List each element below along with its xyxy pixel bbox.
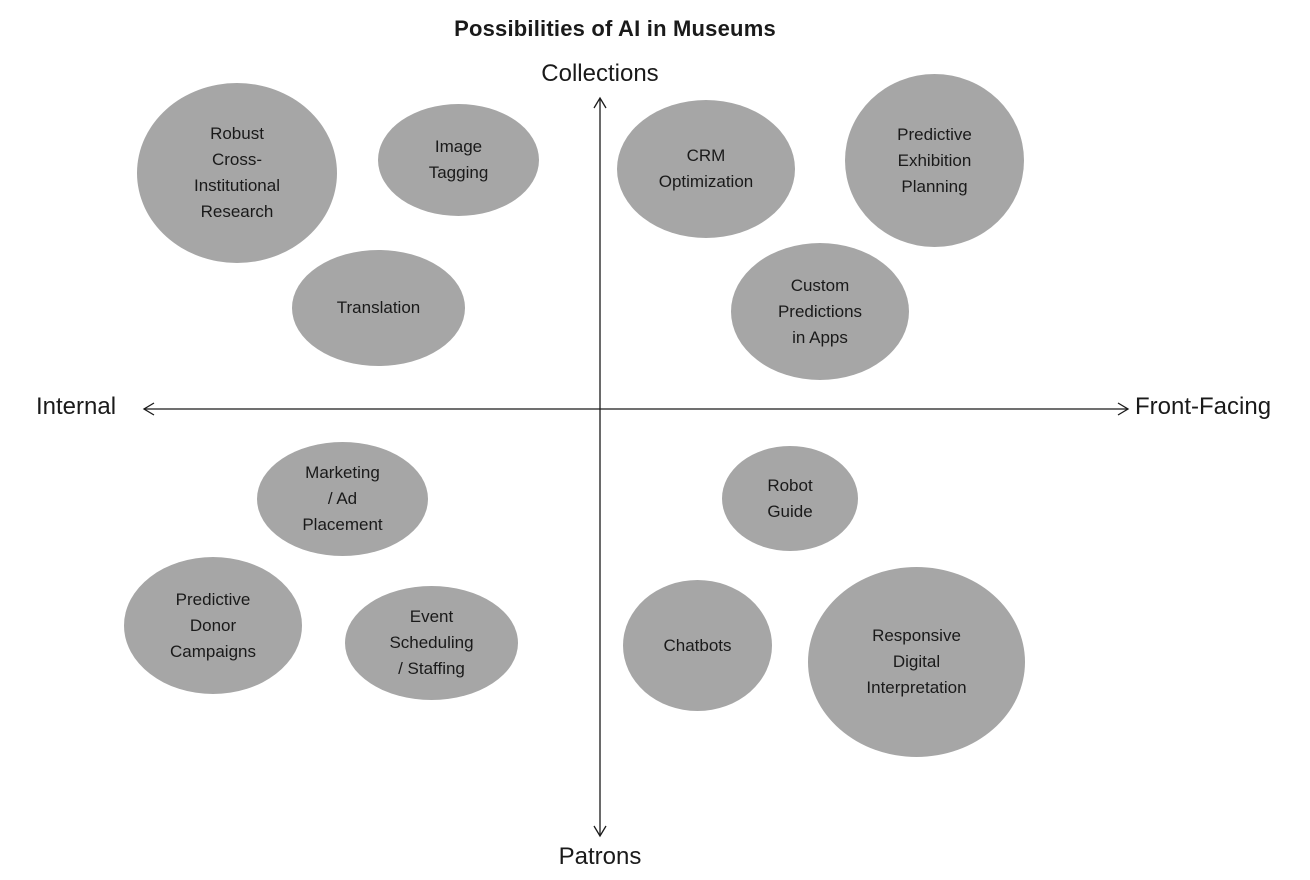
diagram-title: Possibilities of AI in Museums [454, 16, 776, 41]
axis-label-internal: Internal [36, 393, 117, 420]
bubble-label: CRM Optimization [658, 146, 754, 191]
bubble-predictive-exhibition-planning: Predictive Exhibition Planning [845, 74, 1024, 247]
bubble-robot-guide: Robot Guide [722, 446, 858, 551]
bubble-crm-optimization: CRM Optimization [617, 100, 795, 238]
bubble-custom-predictions: Custom Predictions in Apps [731, 243, 909, 380]
axis-label-collections: Collections [541, 60, 659, 87]
arrow-right-icon [1117, 402, 1130, 416]
bubble-label: Robot Guide [767, 475, 813, 521]
bubble-marketing-ad-placement: Marketing / Ad Placement [257, 442, 428, 556]
bubble-robust-research: Robust Cross- Institutional Research [137, 83, 337, 263]
bubble-label: Event Scheduling / Staffing [389, 607, 474, 678]
bubble-label: Image Tagging [428, 137, 489, 182]
axis-label-patrons: Patrons [558, 843, 642, 870]
bubble-responsive-digital-interpretation: Responsive Digital Interpretation [808, 567, 1025, 757]
arrow-up-icon [593, 96, 607, 109]
bubble-translation: Translation [292, 250, 465, 366]
arrow-left-icon [142, 402, 155, 416]
bubble-label: Predictive Exhibition Planning [897, 124, 972, 196]
bubble-label: Responsive Digital Interpretation [866, 626, 967, 697]
bubble-label: Chatbots [663, 635, 732, 655]
bubble-image-tagging: Image Tagging [378, 104, 539, 216]
bubble-label: Marketing / Ad Placement [302, 463, 383, 534]
bubble-event-scheduling: Event Scheduling / Staffing [345, 586, 518, 700]
axis-label-front-facing: Front-Facing [1135, 393, 1272, 420]
bubble-label: Robust Cross- Institutional Research [194, 124, 280, 221]
bubble-label: Translation [336, 298, 421, 317]
arrow-down-icon [593, 825, 607, 838]
bubble-chatbots: Chatbots [623, 580, 772, 711]
bubble-label: Custom Predictions in Apps [777, 275, 863, 347]
bubble-label: Predictive Donor Campaigns [170, 589, 256, 661]
bubble-predictive-donor-campaigns: Predictive Donor Campaigns [124, 557, 302, 694]
